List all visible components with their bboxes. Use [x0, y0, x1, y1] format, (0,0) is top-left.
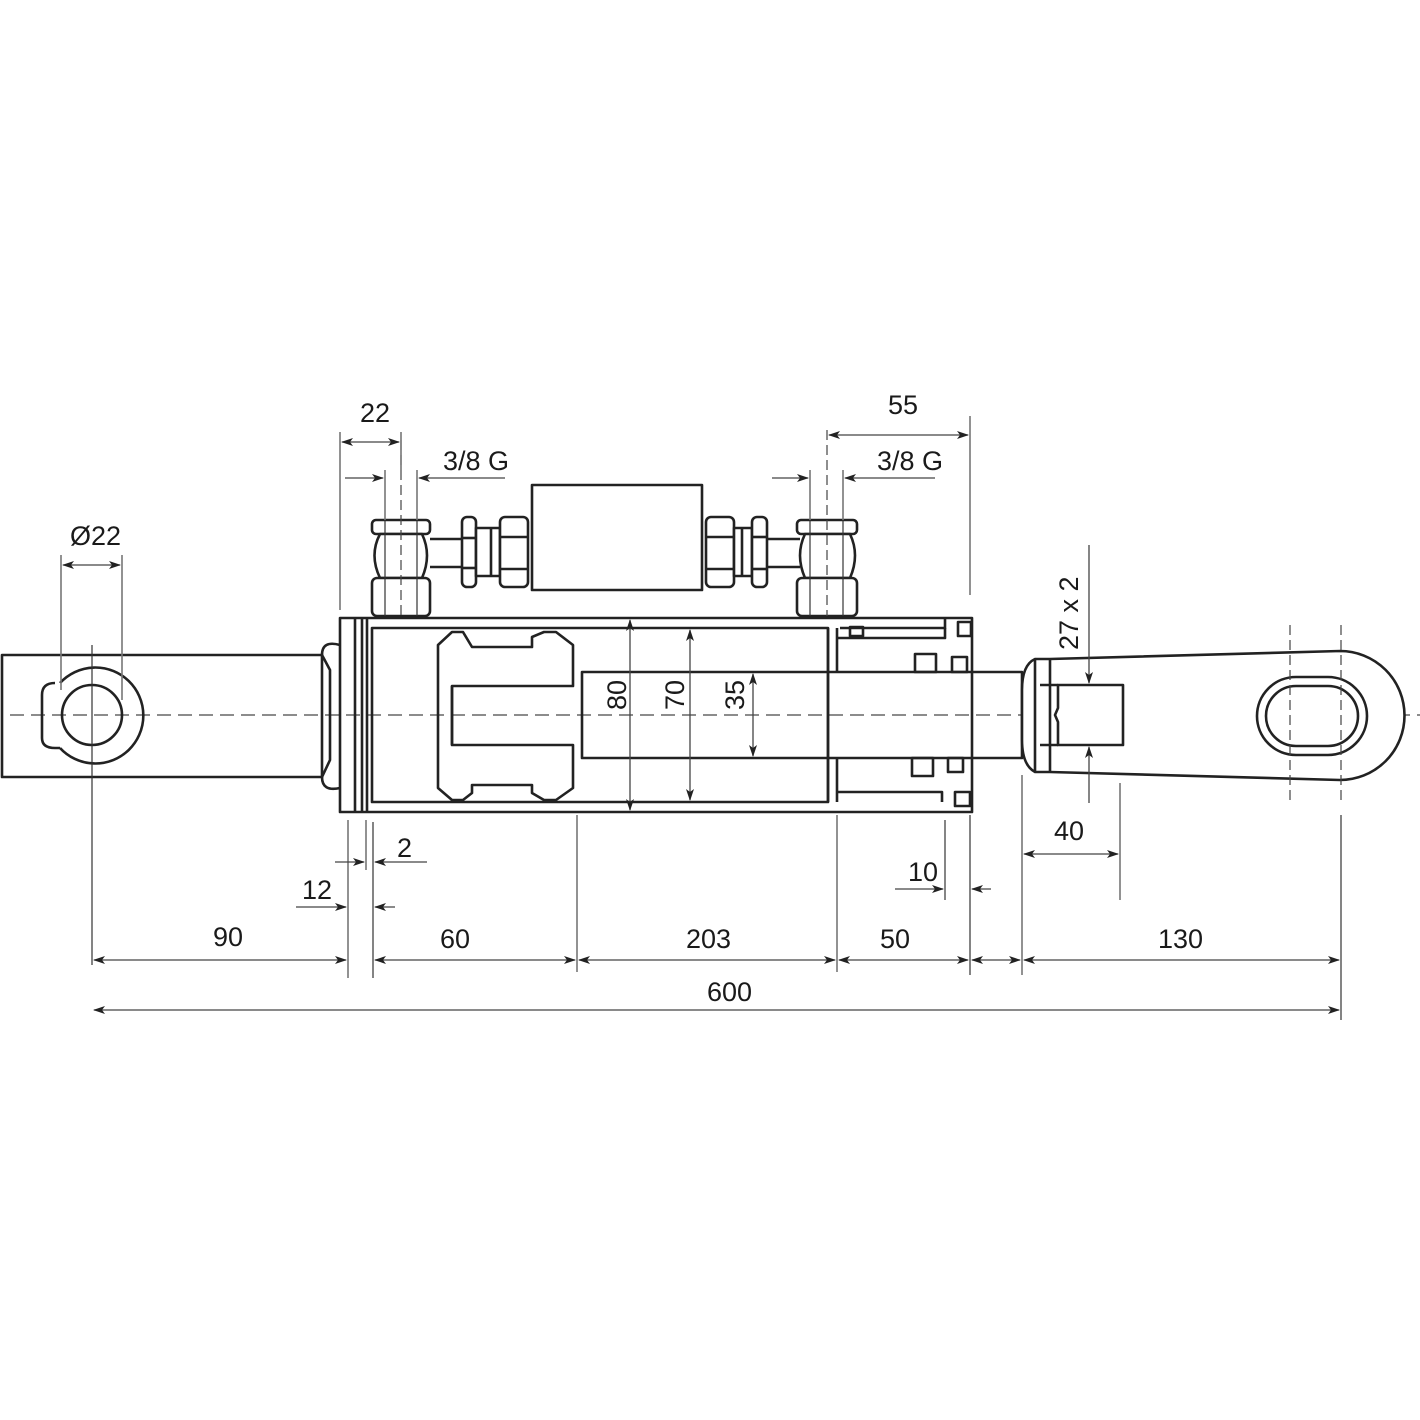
label-seg-50: 50 [880, 924, 910, 954]
label-port-offset-right: 55 [888, 390, 918, 420]
cylinder-barrel [338, 616, 974, 814]
dim-chain: 90 60 203 50 130 600 [93, 815, 1340, 1014]
label-cap-ring-2: 2 [397, 833, 412, 863]
valve-block [530, 483, 704, 592]
rear-clevis [0, 642, 341, 965]
piston-rod [580, 670, 1024, 760]
label-pin-diameter: Ø22 [70, 521, 121, 551]
rod-eye [1020, 625, 1406, 1020]
label-port-thread-left: 3/8 G [443, 446, 509, 476]
label-cap-width-12: 12 [302, 875, 332, 905]
dim-small: 2 12 10 [296, 815, 991, 978]
rod-eye-slot [1264, 684, 1360, 748]
dim-pin-diameter: Ø22 [60, 521, 123, 700]
hydraulic-ports [370, 430, 859, 618]
label-thread-length: 40 [1054, 816, 1084, 846]
label-overall-length: 600 [707, 977, 752, 1007]
label-seg-203: 203 [686, 924, 731, 954]
label-seg-60: 60 [440, 924, 470, 954]
label-bore-outer: 80 [602, 680, 632, 710]
dim-rod-thread: 27 x 2 [1054, 545, 1093, 803]
label-port-thread-right: 3/8 G [877, 446, 943, 476]
label-gland-step-10: 10 [908, 857, 938, 887]
label-seg-130: 130 [1158, 924, 1203, 954]
label-rod-thread: 27 x 2 [1054, 576, 1084, 650]
dim-left-port: 22 3/8 G [339, 398, 509, 610]
dim-thread-length: 40 [1021, 775, 1121, 975]
dim-right-port: 55 3/8 G [772, 390, 971, 595]
dim-bore-rod: 80 70 35 [602, 619, 757, 811]
piston [436, 630, 575, 802]
label-rod-diameter: 35 [720, 680, 750, 710]
label-port-offset-left: 22 [360, 398, 390, 428]
label-seg-90: 90 [213, 922, 243, 952]
label-bore-inner: 70 [660, 680, 690, 710]
